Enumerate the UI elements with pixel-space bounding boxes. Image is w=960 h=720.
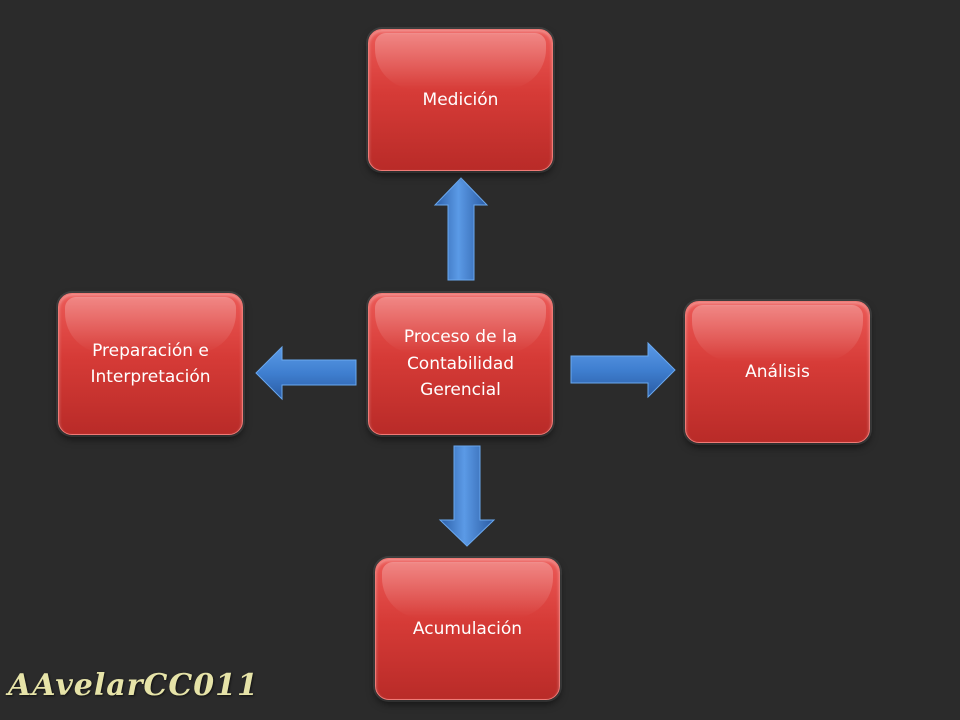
node-center-label: Proceso de la Contabilidad Gerencial [403, 327, 518, 401]
node-left-label: Preparación e Interpretación [90, 340, 211, 387]
node-medicion: Medición [368, 29, 553, 171]
node-analisis: Análisis [685, 301, 870, 443]
arrow-down [438, 445, 496, 547]
node-right-label: Análisis [745, 361, 810, 382]
arrow-left [255, 345, 357, 401]
node-acumulacion: Acumulación [375, 558, 560, 700]
node-preparacion-interpretacion: Preparación e Interpretación [58, 293, 243, 435]
arrow-up [433, 177, 489, 281]
node-medicion-label: Medición [422, 89, 499, 110]
author-signature: AAvelarCC011 [8, 668, 259, 703]
node-proceso-contabilidad-gerencial: Proceso de la Contabilidad Gerencial [368, 293, 553, 435]
arrow-right [570, 341, 676, 399]
node-bottom-label: Acumulación [412, 618, 523, 639]
